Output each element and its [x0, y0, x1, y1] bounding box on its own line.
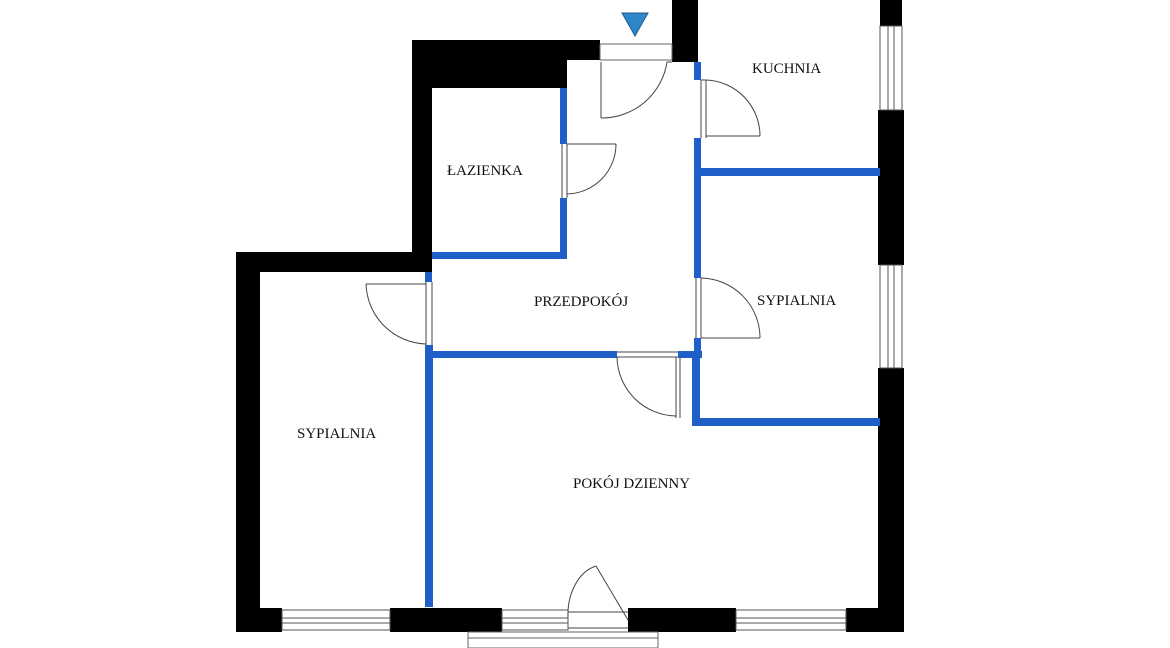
- window-bottom-left: [281, 609, 391, 631]
- wall-hall-right-top: [694, 62, 701, 80]
- wall-bath-bottom: [432, 252, 567, 259]
- door-balcony[interactable]: [567, 565, 629, 629]
- wall-bath-right-upper: [560, 88, 567, 144]
- room-label-living: POKÓJ DZIENNY: [573, 475, 690, 492]
- wall-bedroom-top: [236, 252, 432, 272]
- window-right-mid: [879, 264, 903, 369]
- interior-walls: [425, 62, 880, 607]
- room-label-kitchen: KUCHNIA: [752, 61, 821, 77]
- wall-entry-stub: [680, 0, 698, 40]
- wall-right-3: [878, 368, 904, 632]
- room-label-bedroom-left: SYPIALNIA: [297, 426, 376, 442]
- wall-living-left: [425, 351, 433, 607]
- room-label-bedroom-right: SYPIALNIA: [757, 293, 836, 309]
- balcony: [467, 631, 659, 648]
- wall-bath-right-lower: [560, 198, 567, 256]
- window-bottom-right: [735, 609, 847, 631]
- wall-bathroom-left: [412, 40, 432, 272]
- exterior-walls: [236, 0, 904, 632]
- window-bottom-mid: [501, 609, 569, 631]
- wall-right-2: [878, 110, 904, 265]
- wall-bedroom-left: [236, 252, 260, 632]
- wall-bottom-3: [628, 608, 736, 632]
- room-label-bathroom: ŁAZIENKA: [447, 163, 523, 179]
- wall-hall-right-3: [694, 338, 701, 358]
- wall-hall-left: [425, 272, 432, 282]
- wall-bottom-2: [390, 608, 502, 632]
- door-bedroom-right[interactable]: [695, 277, 761, 339]
- door-living[interactable]: [616, 351, 681, 418]
- door-kitchen[interactable]: [700, 79, 761, 138]
- wall-top-left-thick: [412, 40, 567, 88]
- wall-right-1: [880, 0, 902, 26]
- door-bedroom-left[interactable]: [365, 282, 433, 345]
- room-label-hallway: PRZEDPOKÓJ: [534, 293, 628, 310]
- wall-bottom-1: [236, 608, 282, 632]
- windows: [281, 25, 903, 631]
- triangle-down-icon: [621, 12, 649, 38]
- wall-kitchen-bottom: [694, 168, 880, 176]
- wall-hall-right-2: [694, 138, 701, 278]
- wall-bedroom-right-bottom: [692, 418, 880, 426]
- wall-hall-right-4: [692, 351, 700, 425]
- doors: [365, 43, 761, 629]
- door-bathroom[interactable]: [561, 143, 617, 198]
- wall-hall-bottom-right: [678, 351, 702, 358]
- window-right-top: [879, 25, 903, 111]
- wall-living-left-top: [425, 345, 433, 355]
- wall-hall-bottom: [425, 351, 617, 358]
- door-entrance[interactable]: [599, 43, 673, 119]
